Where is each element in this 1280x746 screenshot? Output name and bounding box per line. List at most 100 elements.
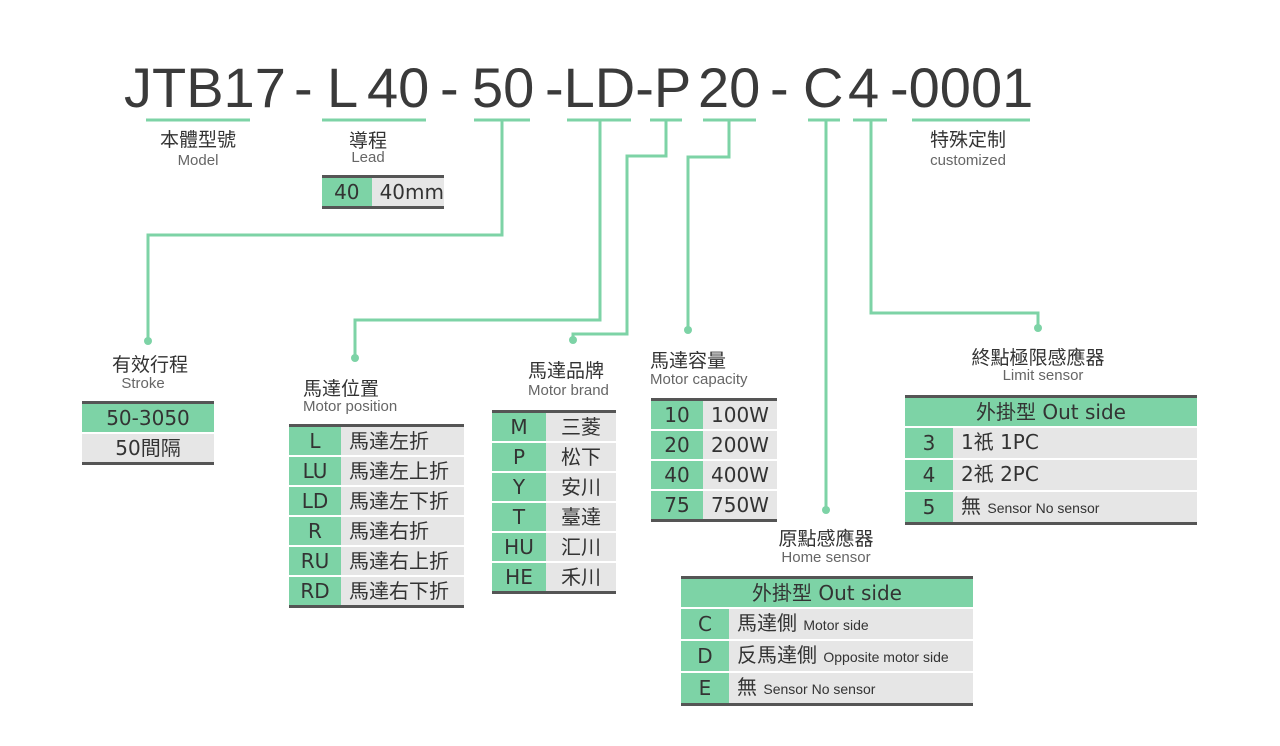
position-value: 馬達左折 [341,424,464,457]
limit-sensor-label: 終點極限感應器 [971,347,1105,369]
capacity-value: 400W [703,460,777,491]
code-part-model: JTB17 [124,56,286,119]
stroke-table: 50-3050 50間隔 [82,401,214,465]
limit-sensor-label-en: Limit sensor [1002,367,1084,384]
brand-code: P [492,442,546,473]
position-code: LU [289,456,341,487]
lead-label-en: Lead [351,149,385,166]
capacity-code: 20 [651,430,703,461]
limit-value: 無 [961,494,981,518]
capacity-value: 750W [703,490,777,522]
home-sensor-label: 原點感應器 [778,528,874,550]
dot-limit [1034,324,1042,332]
position-value: 馬達左上折 [341,456,464,487]
brand-value: 禾川 [546,562,616,594]
position-value: 馬達左下折 [341,486,464,517]
position-code: LD [289,486,341,517]
stroke-range: 50-3050 [82,401,214,434]
home-sensor-header: 外掛型 Out side [681,576,973,609]
capacity-value: 200W [703,430,777,461]
position-code: R [289,516,341,547]
limit-value: 2祇 2PC [961,462,1039,486]
home-value: 馬達側 [737,611,797,635]
model-label: 本體型號 [159,129,236,151]
lead-table: 40 40mm [322,175,444,209]
connector-brand [571,120,668,340]
code-dash: - [440,56,459,119]
table-row: 3 1祇 1PC [905,427,1197,460]
home-code: E [681,672,729,706]
home-note: Motor side [803,617,869,633]
code-part-capacity: 20 [698,56,761,119]
limit-value: 1祇 1PC [961,430,1039,454]
code-part-type: L [327,56,359,119]
position-code: L [289,424,341,457]
home-sensor-label-en: Home sensor [781,549,871,566]
dot-brand [569,336,577,344]
brand-code: Y [492,472,546,503]
position-value: 馬達右上折 [341,546,464,577]
brand-value: 臺達 [546,502,616,533]
code-part-position-brand: -LD-P [545,56,692,119]
home-code: D [681,640,729,673]
limit-code: 3 [905,427,953,460]
code-part-stroke: 50 [472,56,535,119]
customized-label-en: customized [930,152,1006,169]
capacity-value: 100W [703,398,777,431]
table-row: 50-3050 [82,401,214,434]
stroke-label-en: Stroke [121,375,165,392]
code-part-limit: 4 [848,56,880,119]
motor-brand-label: 馬達品牌 [528,360,605,382]
home-note: Sensor No sensor [763,681,876,697]
position-code: RD [289,576,341,608]
brand-code: HU [492,532,546,563]
brand-code: HE [492,562,546,594]
position-code: RU [289,546,341,577]
motor-capacity-label: 馬達容量 [650,350,727,372]
connector-stroke [146,120,504,340]
brand-value: 汇川 [546,532,616,563]
dot-position [351,354,359,362]
limit-code: 5 [905,491,953,525]
lead-value: 40mm [371,175,444,209]
home-note: Opposite motor side [823,649,949,665]
brand-code: M [492,410,546,443]
customized-label: 特殊定制 [929,129,1006,151]
lead-code: 40 [322,175,372,209]
position-value: 馬達右折 [341,516,464,547]
motor-brand-label-en: Motor brand [528,382,609,399]
table-row: 40 40mm [322,175,444,209]
connector-capacity [686,120,731,330]
table-row: 外掛型 Out side [905,395,1197,428]
model-label-en: Model [177,152,219,169]
limit-sensor-header: 外掛型 Out side [905,395,1197,428]
brand-value: 松下 [546,442,616,473]
brand-value: 三菱 [546,410,616,443]
code-dash: - [770,56,789,119]
dot-stroke [144,337,152,345]
brand-value: 安川 [546,472,616,503]
motor-position-label: 馬達位置 [303,378,380,400]
code-part-lead: 40 [367,56,430,119]
connector-position [353,120,602,358]
capacity-code: 10 [651,398,703,431]
